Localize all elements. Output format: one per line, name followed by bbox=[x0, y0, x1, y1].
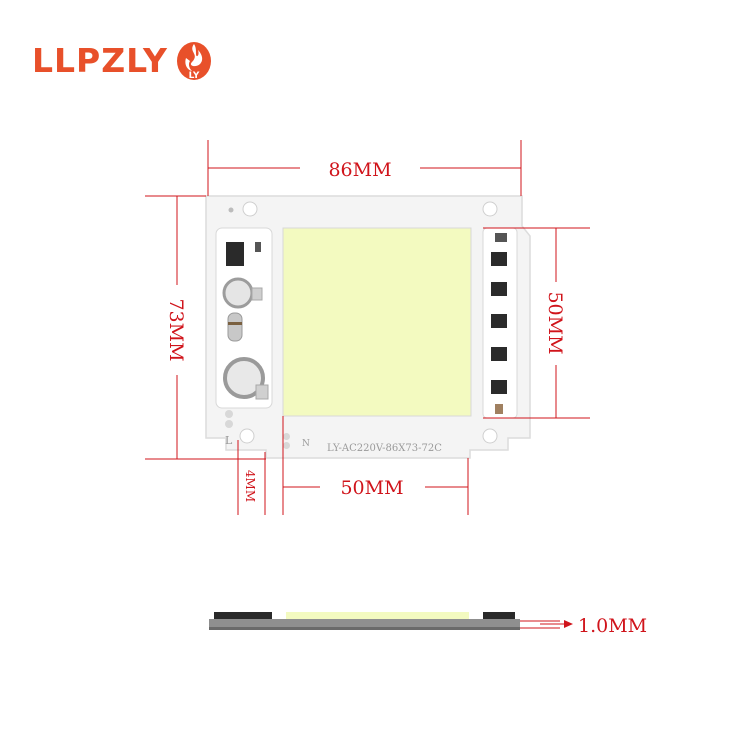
mount-hole-bottom-left bbox=[239, 428, 255, 444]
thickness-arrow-head bbox=[564, 620, 573, 628]
ic-chip-icon-4 bbox=[491, 347, 507, 361]
flame-logo-icon: LY bbox=[176, 42, 211, 81]
logo-initials: LY bbox=[189, 71, 200, 81]
side-profile bbox=[209, 612, 520, 630]
mount-hole-top-right bbox=[482, 201, 498, 217]
dim-led-height-label: 50MM bbox=[544, 291, 566, 354]
ic-chip-icon-3 bbox=[491, 314, 507, 328]
driver-chip-column bbox=[491, 233, 507, 414]
resistor-icon bbox=[227, 312, 243, 342]
led-emitter-area bbox=[282, 227, 472, 417]
capacitor-ring-icon bbox=[223, 357, 265, 399]
dim-height-label: 73MM bbox=[165, 298, 187, 361]
brand-name: LLPZLY bbox=[32, 40, 168, 80]
board-label-n: N bbox=[302, 439, 310, 449]
chip-bottom-icon bbox=[495, 404, 503, 414]
chip-top-icon bbox=[495, 233, 507, 242]
dimension-lines bbox=[145, 140, 590, 629]
pad-icon bbox=[251, 287, 263, 301]
driver-chip-icon bbox=[226, 242, 244, 266]
dim-width-label: 86MM bbox=[328, 159, 391, 181]
board-model-text: LY-AC220V-86X73-72C bbox=[327, 443, 442, 454]
profile-base bbox=[209, 619, 520, 629]
ic-chip-icon-1 bbox=[491, 252, 507, 266]
ic-chip-icon-5 bbox=[491, 380, 507, 394]
mount-hole-bottom-right bbox=[482, 428, 498, 444]
pad-icon-2 bbox=[255, 384, 269, 400]
wire-pad-n-1 bbox=[283, 433, 290, 440]
profile-led-layer bbox=[286, 612, 469, 619]
rectifier-ring-small-icon bbox=[222, 277, 254, 309]
resistor-band bbox=[228, 322, 242, 325]
dim-margin-label: 4MM bbox=[243, 470, 257, 502]
brand: LLPZLY LY bbox=[32, 38, 214, 82]
dim-thickness-label: 1.0MM bbox=[578, 615, 647, 637]
marker-dot bbox=[228, 207, 234, 213]
profile-base-bottom bbox=[209, 627, 520, 630]
mount-hole-top-left bbox=[242, 201, 258, 217]
wire-pad-n-2 bbox=[283, 442, 290, 449]
board-label-l: L bbox=[225, 434, 233, 447]
profile-component-left bbox=[214, 612, 272, 619]
profile-component-right bbox=[483, 612, 515, 619]
smd-component-icon bbox=[255, 242, 261, 252]
dim-led-width-label: 50MM bbox=[340, 477, 403, 499]
ic-chip-icon-2 bbox=[491, 282, 507, 296]
wire-pad-l-2 bbox=[225, 420, 233, 428]
wire-pad-l-1 bbox=[225, 410, 233, 418]
